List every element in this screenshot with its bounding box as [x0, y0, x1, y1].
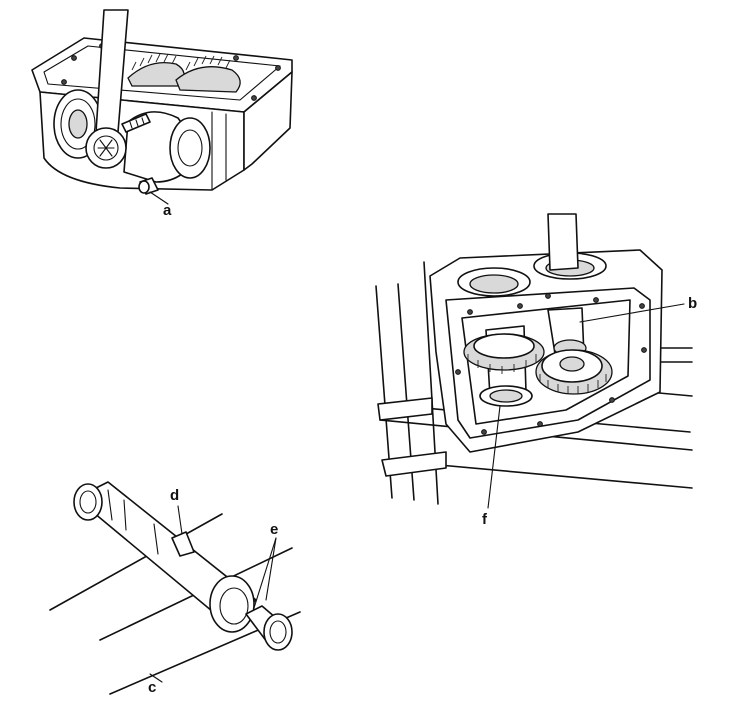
callout-label-e: e [270, 521, 278, 538]
open-gearbox-illustration [375, 213, 693, 509]
callout-label-d: d [170, 487, 179, 504]
callout-label-a: a [163, 202, 172, 219]
shaft-illustration [49, 481, 301, 695]
gearbox-housing-illustration [31, 9, 293, 205]
case-bolt-holes [455, 293, 647, 435]
drain-plug [138, 177, 159, 195]
gear-left [463, 325, 545, 407]
callout-label-f: f [482, 511, 488, 528]
gear-right [535, 349, 613, 395]
callout-label-c: c [148, 679, 156, 696]
callout-label-b: b [688, 295, 697, 312]
internal-gears [127, 53, 241, 93]
wrench-tool [85, 9, 151, 169]
